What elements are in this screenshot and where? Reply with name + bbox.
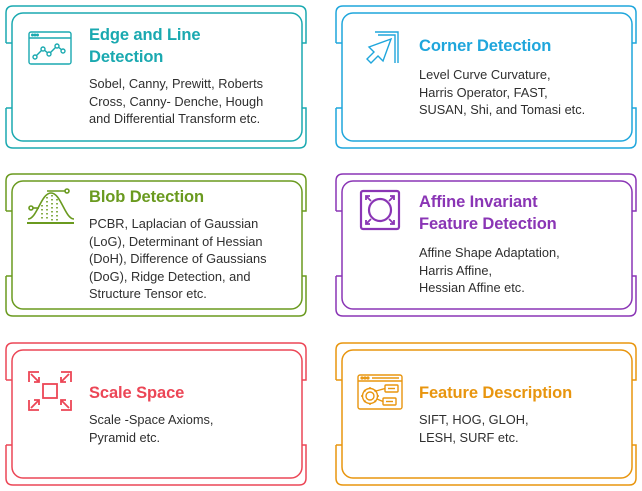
- card-description: SIFT, HOG, GLOH, LESH, SURF etc.: [419, 411, 529, 446]
- card-title: Corner Detection: [419, 35, 551, 57]
- card-description: PCBR, Laplacian of Gaussian (LoG), Deter…: [89, 215, 267, 303]
- card-frame: [5, 342, 307, 486]
- description-line: Scale -Space Axioms,: [89, 412, 214, 427]
- gear-window-icon: [355, 371, 405, 415]
- card-description: Scale -Space Axioms, Pyramid etc.: [89, 411, 213, 446]
- description-line: (DoH), Difference of Gaussians: [89, 251, 267, 267]
- card-blob-detection: Blob Detection PCBR, Laplacian of Gaussi…: [5, 173, 307, 317]
- description-line: Pyramid etc.: [89, 429, 161, 445]
- description-line: LESH, SURF etc.: [419, 429, 519, 445]
- line-chart-window-icon: [25, 27, 75, 71]
- card-frame: [335, 342, 637, 486]
- card-title: Blob Detection: [89, 186, 204, 208]
- card-description: Affine Shape Adaptation, Harris Affine, …: [419, 244, 560, 297]
- title-line: Affine Invariant: [419, 193, 538, 211]
- description-line: Harris Affine,: [419, 262, 493, 278]
- card-title: Edge and Line Detection: [89, 24, 201, 68]
- expand-circle-icon: [355, 189, 405, 233]
- card-title: Feature Description: [419, 382, 572, 404]
- description-line: Level Curve Curvature,: [419, 67, 551, 82]
- card-description: Level Curve Curvature, Harris Operator, …: [419, 66, 585, 119]
- card-frame: [335, 173, 637, 317]
- title-line: Blob Detection: [89, 188, 205, 206]
- cursor-corner-icon: [355, 27, 405, 71]
- description-line: Harris Operator, FAST,: [419, 84, 548, 100]
- description-line: and Differential Transform etc.: [89, 111, 261, 127]
- bell-curve-icon: [25, 185, 75, 229]
- card-affine-invariant-feature-detection: Affine Invariant Feature Detection Affin…: [335, 173, 637, 317]
- shrink-arrows-icon: [25, 370, 75, 414]
- title-line: Scale Space: [89, 384, 185, 402]
- description-line: SUSAN, Shi, and Tomasi etc.: [419, 102, 586, 118]
- description-line: Structure Tensor etc.: [89, 286, 207, 302]
- card-title: Affine Invariant Feature Detection: [419, 191, 557, 235]
- card-corner-detection: Corner Detection Level Curve Curvature, …: [335, 5, 637, 149]
- card-frame: [5, 5, 307, 149]
- description-line: (DoG), Ridge Detection, and: [89, 268, 251, 284]
- description-line: Sobel, Canny, Prewitt, Roberts: [89, 76, 264, 91]
- description-line: SIFT, HOG, GLOH,: [419, 412, 529, 427]
- description-line: (LoG), Determinant of Hessian: [89, 233, 263, 249]
- card-edge-line-detection: Edge and Line Detection Sobel, Canny, Pr…: [5, 5, 307, 149]
- card-title: Scale Space: [89, 382, 184, 404]
- card-description: Sobel, Canny, Prewitt, Roberts Cross, Ca…: [89, 75, 263, 128]
- card-feature-description: Feature Description SIFT, HOG, GLOH, LES…: [335, 342, 637, 486]
- title-line: Edge and Line: [89, 26, 201, 44]
- title-line: Detection: [89, 48, 164, 66]
- card-frame: [5, 173, 307, 317]
- description-line: Cross, Canny- Denche, Hough: [89, 93, 264, 109]
- card-frame: [335, 5, 637, 149]
- title-line: Feature Detection: [419, 215, 557, 233]
- description-line: Affine Shape Adaptation,: [419, 245, 560, 260]
- title-line: Feature Description: [419, 384, 573, 402]
- title-line: Corner Detection: [419, 37, 552, 55]
- description-line: Hessian Affine etc.: [419, 280, 525, 296]
- description-line: PCBR, Laplacian of Gaussian: [89, 216, 259, 231]
- card-scale-space: Scale Space Scale -Space Axioms, Pyramid…: [5, 342, 307, 486]
